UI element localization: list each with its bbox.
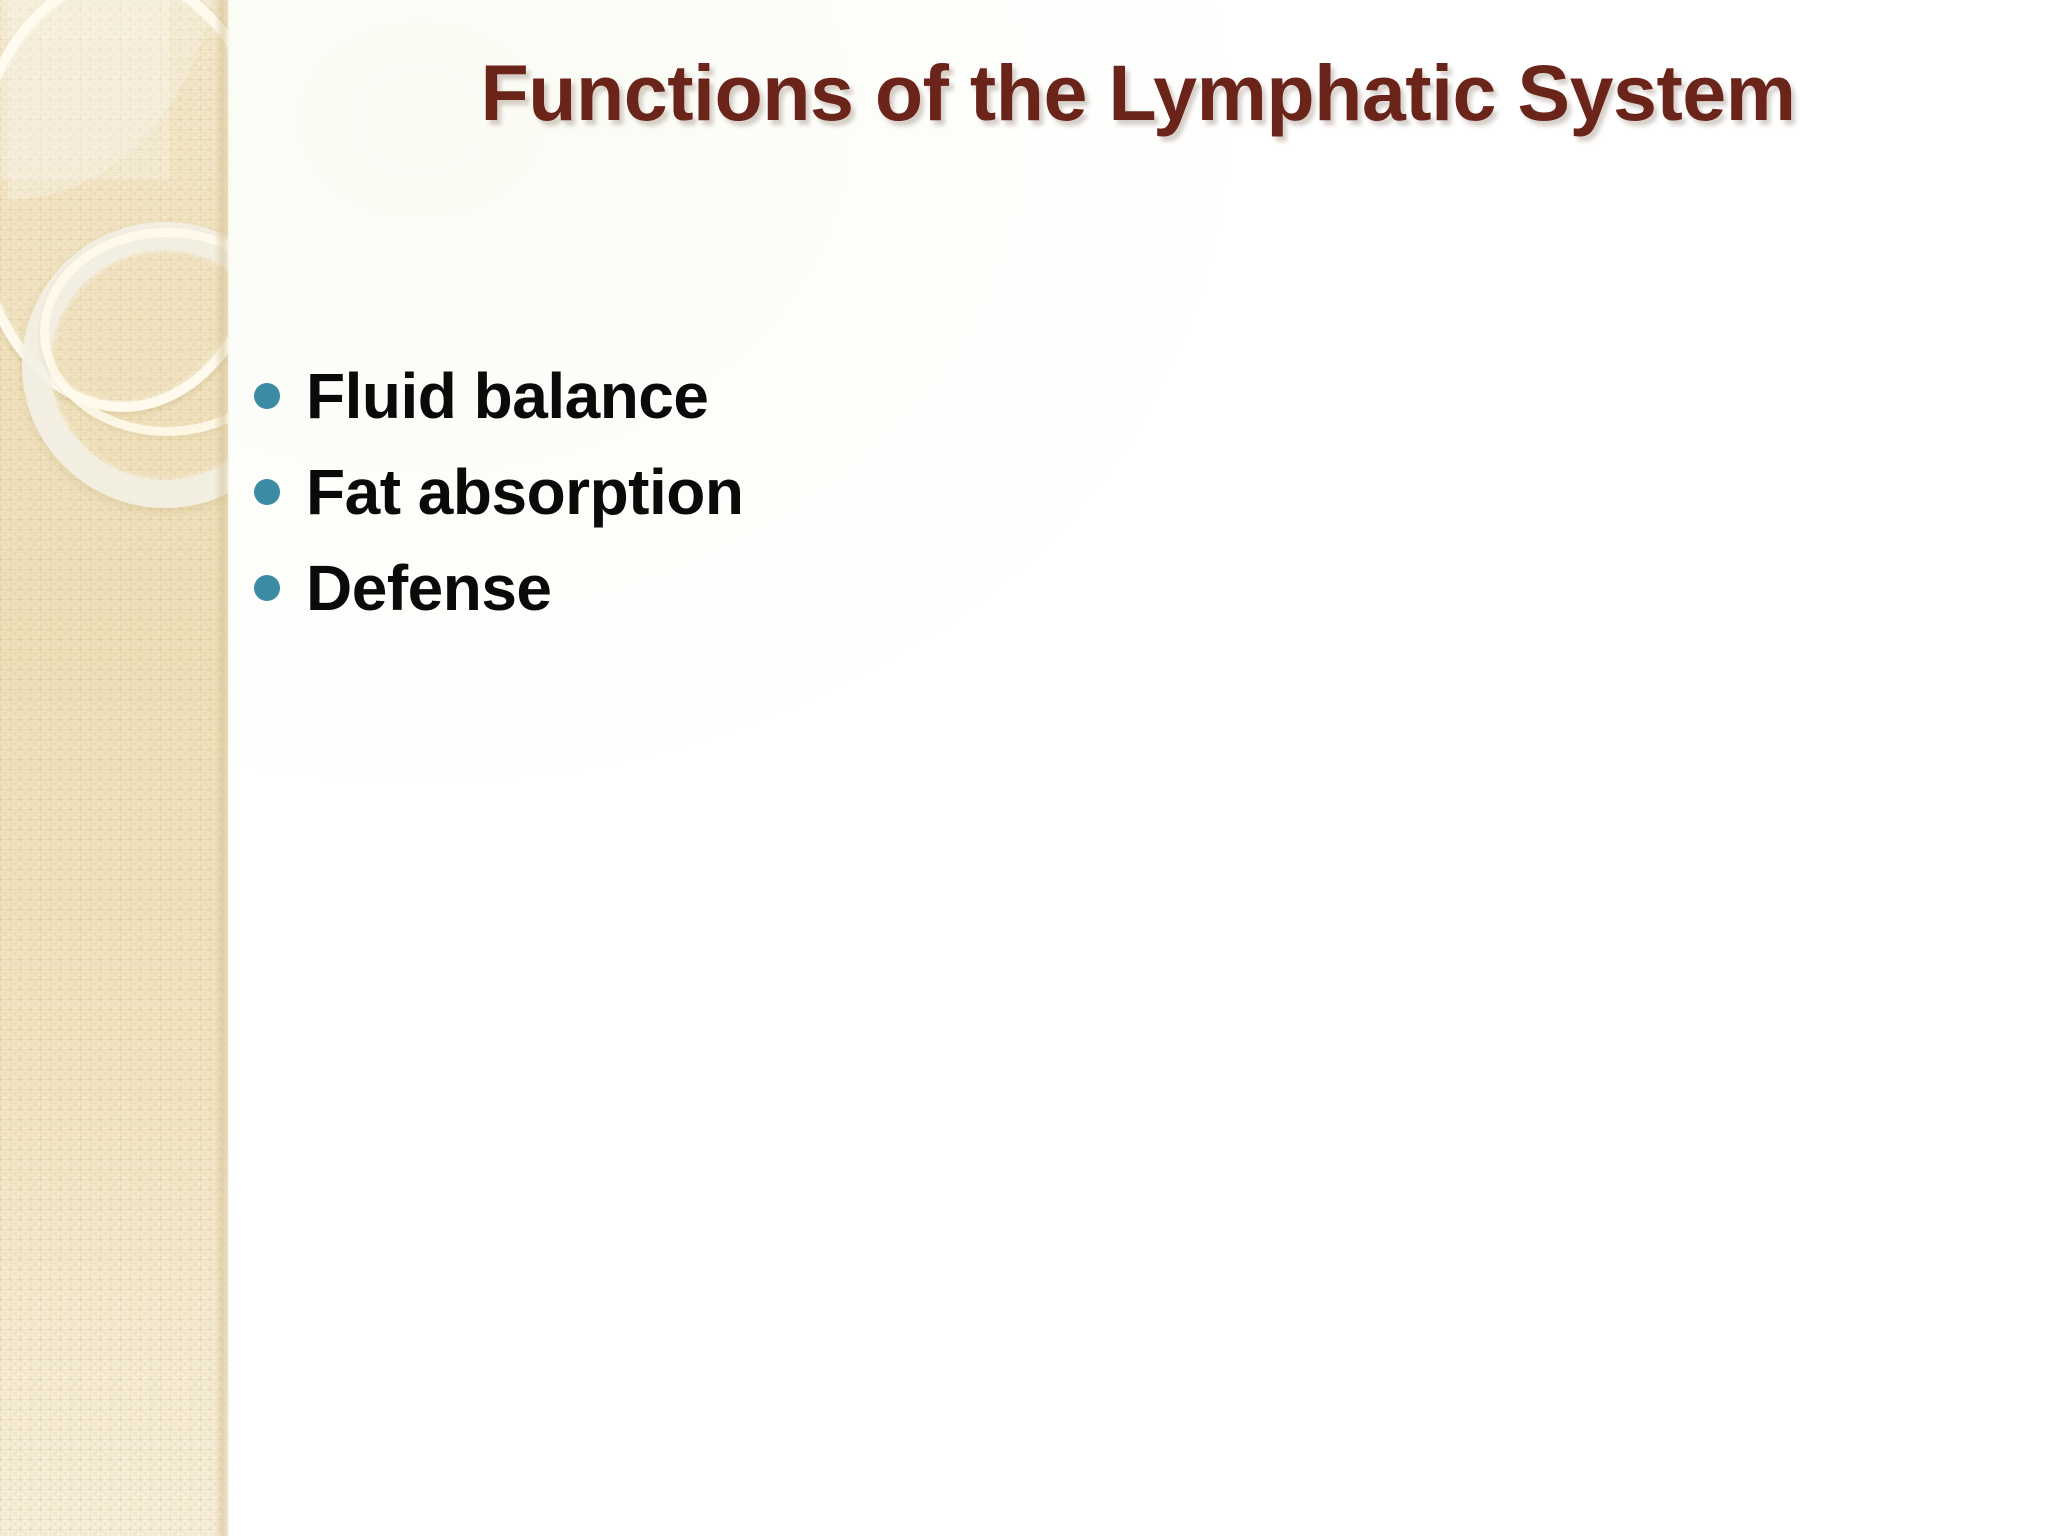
bullet-label: Fat absorption [306,456,744,528]
list-item: Fat absorption [228,444,2028,540]
slide-bullet-list: Fluid balance Fat absorption Defense [228,348,2028,636]
list-item: Defense [228,540,2028,636]
bullet-dot-icon [254,383,280,409]
bullet-label: Defense [306,552,552,624]
sidebar-edge-fade [214,0,230,1536]
bullet-label: Fluid balance [306,360,709,432]
slide-title: Functions of the Lymphatic System [480,48,1796,137]
bullet-dot-icon [254,575,280,601]
bullet-dot-icon [254,479,280,505]
decorative-secondary-ring-icon [40,228,228,436]
list-item: Fluid balance [228,348,2028,444]
slide-title-block: Functions of the Lymphatic System [228,46,2048,139]
decorative-sidebar [0,0,228,1536]
